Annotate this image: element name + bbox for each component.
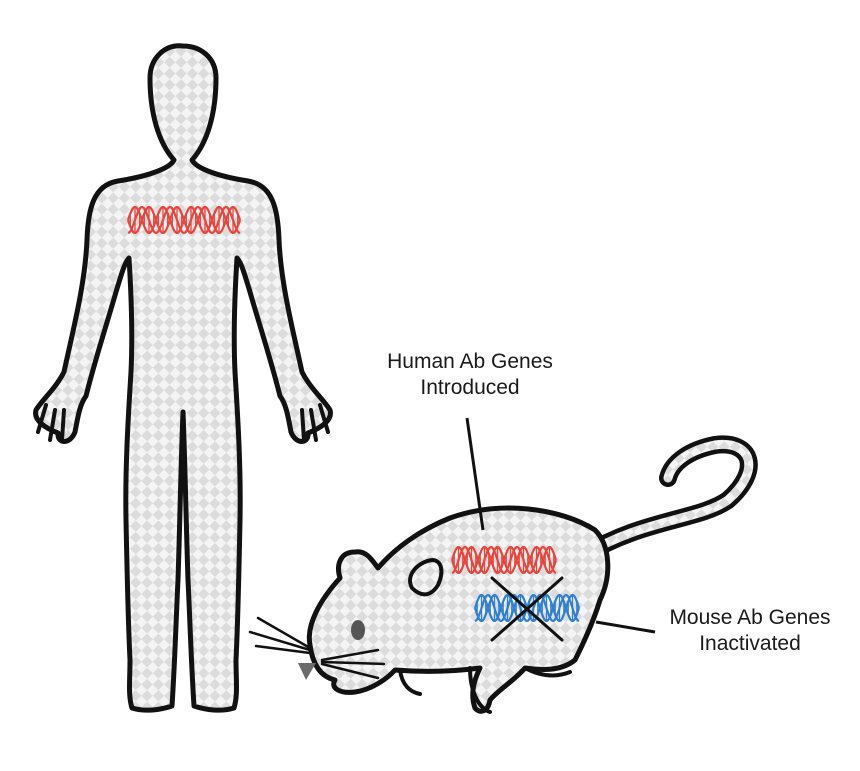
- mouse-eye: [351, 620, 365, 640]
- mouse-nose: [298, 663, 316, 680]
- dna-strand: [451, 545, 557, 575]
- dna-strand: [450, 546, 558, 574]
- mouse-genes-label-line2: Inactivated: [699, 632, 801, 655]
- human-genes-label-line1: Human Ab Genes: [387, 350, 553, 373]
- mouse-ear: [408, 557, 444, 597]
- dna-strand: [126, 206, 242, 234]
- human-silhouette-icon: [33, 43, 333, 713]
- dna-helix-icon: [126, 205, 242, 235]
- mouse-whiskers: [248, 616, 386, 680]
- cross-mark-icon: [490, 576, 564, 642]
- leader-line-mouse: [595, 620, 656, 634]
- mouse-silhouette-icon: [248, 435, 758, 714]
- leader-line-human: [465, 417, 485, 531]
- hand-fingers: [36, 403, 330, 442]
- dna-helix-icon: [450, 545, 558, 575]
- mouse-tail-fill: [580, 439, 754, 560]
- human-genes-label-line2: Introduced: [420, 376, 520, 399]
- mouse-genes-label: Mouse Ab Genes Inactivated: [640, 605, 860, 657]
- dna-strand: [127, 205, 241, 235]
- mouse-genes-label-line1: Mouse Ab Genes: [669, 606, 831, 629]
- dna-strand: [474, 593, 580, 623]
- mouse-legs: [398, 666, 572, 714]
- human-genes-label: Human Ab Genes Introduced: [370, 349, 570, 401]
